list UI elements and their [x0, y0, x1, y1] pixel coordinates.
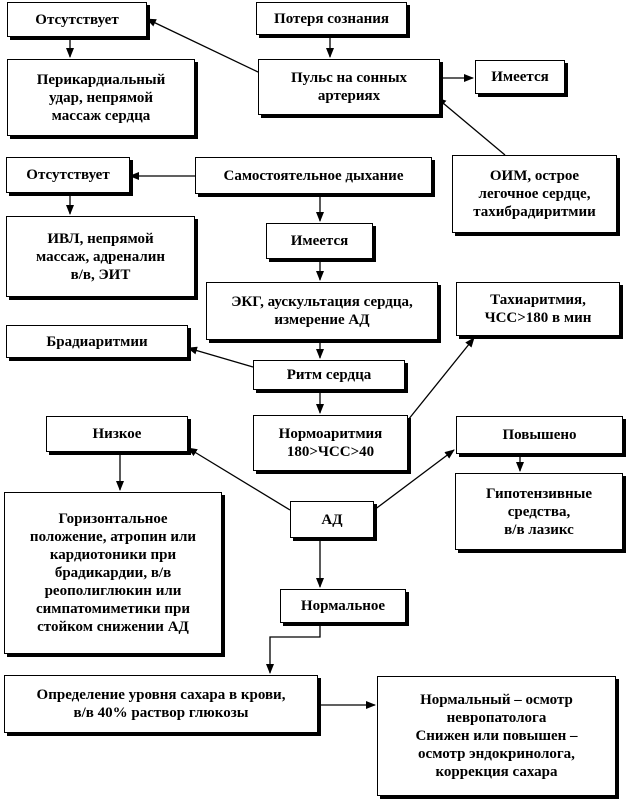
heart-rhythm-box: Ритм сердца: [253, 360, 405, 390]
ventilation-box: ИВЛ, непрямой массаж, адреналин в/в, ЭИТ: [6, 216, 195, 297]
arrow-bp-to-high: [373, 449, 455, 511]
breathing-present-box: Имеется: [266, 223, 373, 259]
loss-of-consciousness-box: Потеря сознания: [256, 2, 407, 35]
arrow-normo-to-tachy: [407, 337, 475, 421]
arrow-normal-to-sugar: [266, 623, 321, 674]
bp-high-box: Повышено: [456, 416, 623, 454]
ami-causes-box: ОИМ, острое легочное сердце, тахибрадири…: [452, 155, 617, 233]
arrow-ami-to-pulse: [436, 97, 506, 156]
bp-normal-box: Нормальное: [280, 589, 406, 623]
consult-box: Нормальный – осмотр невропатолога Снижен…: [377, 676, 616, 796]
arrow-pulse-to-absent: [146, 18, 259, 73]
pulse-absent-box: Отсутствует: [7, 2, 147, 37]
normoarrhythmia-box: Нормоаритмия 180>ЧСС>40: [253, 415, 408, 471]
bp-box: АД: [290, 501, 374, 538]
blood-sugar-box: Определение уровня сахара в крови, в/в 4…: [4, 675, 318, 733]
arrow-rhythm-to-brady: [187, 346, 254, 368]
tachyarrhythmia-box: Тахиаритмия, ЧСС>180 в мин: [456, 282, 620, 336]
bp-low-box: Низкое: [46, 416, 188, 452]
pulse-present-box: Имеется: [475, 60, 565, 94]
bradyarrhythmia-box: Брадиаритмии: [6, 325, 188, 358]
carotid-pulse-box: Пульс на сонных артериях: [258, 59, 440, 115]
arrow-bp-to-low: [187, 447, 291, 511]
spontaneous-breathing-box: Самостоятельное дыхание: [195, 157, 432, 194]
cardiac-massage-box: Перикардиальный удар, непрямой массаж се…: [7, 59, 195, 136]
low-bp-treatment-box: Горизонтальное положение, атропин или ка…: [4, 492, 222, 654]
breathing-absent-box: Отсутствует: [6, 157, 130, 193]
hypotensive-box: Гипотензивные средства, в/в лазикс: [455, 473, 623, 550]
ecg-box: ЭКГ, аускультация сердца, измерение АД: [206, 282, 438, 340]
